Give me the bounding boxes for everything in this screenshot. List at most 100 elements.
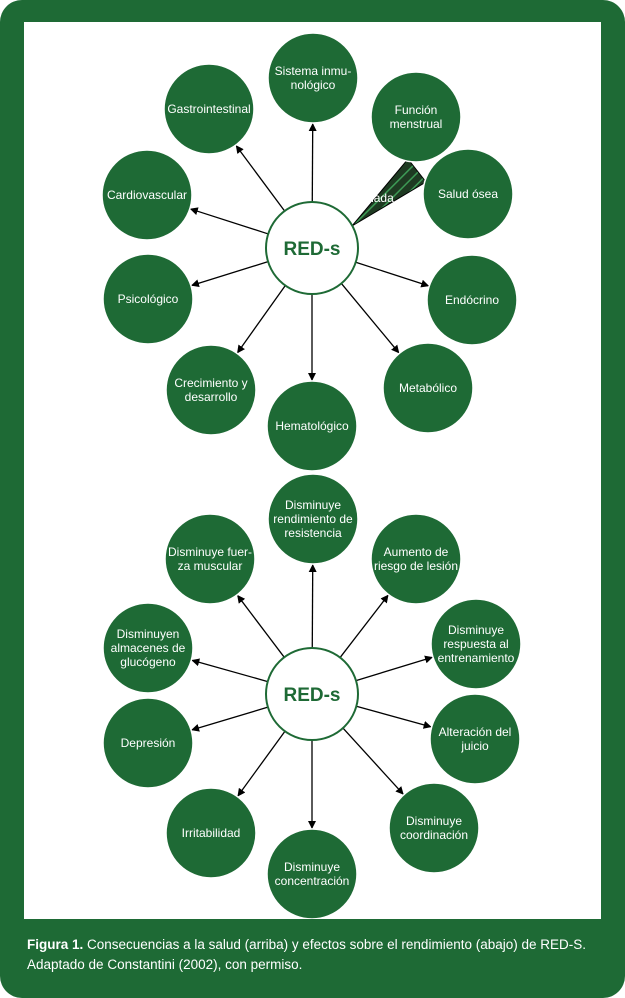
performance-node-label-line: respuesta al (443, 637, 508, 651)
caption-line-2: Adaptado de Constantini (2002), con perm… (27, 957, 303, 972)
performance-node-label-line: glucógeno (120, 655, 176, 669)
health-arrow-crecimiento-y-desarrollo (237, 285, 286, 354)
health-node-cardiovascular: Cardiovascular (101, 149, 193, 241)
health-node-label-line: Endócrino (445, 293, 499, 307)
triad-label: Triada (360, 191, 394, 205)
performance-arrow-disminuye-respuesta-al-entrenamiento (355, 655, 433, 682)
performance-node-circle (370, 513, 462, 605)
performance-node-label-line: Disminuye (406, 814, 462, 828)
performance-node-label-line: Disminuye (448, 623, 504, 637)
health-node-label-line: Función (395, 103, 438, 117)
performance-node-label-line: Irritabilidad (182, 826, 241, 840)
performance-center-label: RED-s (283, 685, 340, 706)
health-node-circle (165, 344, 257, 436)
health-node-label-line: Psicológico (118, 292, 179, 306)
performance-node-label-line: juicio (460, 739, 489, 753)
health-node-psicologico: Psicológico (102, 253, 194, 345)
caption-line-1: Consecuencias a la salud (arriba) y efec… (83, 937, 587, 952)
performance-node-circle (164, 513, 256, 605)
health-arrow-endocrino (355, 261, 430, 288)
triad-wedge (351, 158, 427, 227)
health-node-label-line: Metabólico (399, 381, 457, 395)
health-node-label-line: Sistema inmu- (275, 64, 352, 78)
health-node-label-line: menstrual (390, 117, 443, 131)
health-node-sistema-inmu-nologico: Sistema inmu-nológico (267, 32, 359, 124)
performance-arrow-disminuyen-almacenes-de-glucogeno (191, 658, 268, 683)
health-center-label: RED-s (283, 239, 340, 260)
performance-arrow-aumento-de-riesgo-de-lesion (339, 594, 389, 658)
performance-arrow-irritabilidad (237, 730, 286, 797)
health-node-circle (382, 342, 474, 434)
figure-caption: Figura 1. Consecuencias a la salud (arri… (27, 935, 602, 975)
performance-node-label-line: entrenamiento (438, 651, 515, 665)
performance-arrow-disminuye-fuer-za-muscular (237, 594, 285, 658)
performance-node-label-line: Depresión (121, 736, 176, 750)
health-arrow-cardiovascular (189, 207, 269, 235)
health-node-endocrino: Endócrino (426, 254, 518, 346)
performance-node-circle (388, 782, 480, 874)
performance-node-circle (102, 602, 194, 694)
health-node-circle (102, 253, 194, 345)
performance-node-label-line: coordinación (400, 828, 468, 842)
health-center-circle (265, 201, 359, 295)
performance-node-label-line: Aumento de (384, 545, 449, 559)
health-node-circle (267, 32, 359, 124)
performance-node-label-line: almacenes de (111, 641, 186, 655)
performance-node-label-line: rendimiento de (273, 512, 353, 526)
performance-node-irritabilidad: Irritabilidad (165, 787, 257, 879)
performance-node-label-line: resistencia (284, 526, 342, 540)
performance-node-label-line: riesgo de lesión (374, 559, 458, 573)
health-node-label-line: Hematológico (275, 419, 349, 433)
performance-node-circle (102, 697, 194, 789)
health-arrow-gastrointestinal (235, 145, 286, 212)
performance-node-circle (267, 473, 359, 565)
health-node-label-line: Salud ósea (438, 187, 498, 201)
performance-center-circle (265, 647, 359, 741)
performance-arrow-disminuye-coordinacion (342, 727, 404, 795)
health-node-circle (101, 149, 193, 241)
health-node-circle (266, 380, 358, 472)
health-node-circle (370, 71, 462, 163)
performance-node-label-line: Disminuyen (117, 627, 180, 641)
performance-node-circle (266, 828, 358, 919)
performance-node-circle (165, 787, 257, 879)
performance-node-label-line: concentración (275, 874, 350, 888)
performance-node-circle (430, 598, 522, 690)
performance-arrow-depresion (191, 706, 269, 732)
health-node-label-line: Gastrointestinal (167, 102, 250, 116)
health-node-label-line: nológico (291, 78, 336, 92)
performance-node-depresion: Depresión (102, 697, 194, 789)
performance-node-circle (429, 693, 521, 785)
performance-node-label-line: za muscular (178, 559, 243, 573)
performance-node-label-line: Disminuye fuer- (168, 545, 252, 559)
performance-node-label-line: Alteración del (439, 725, 512, 739)
performance-arrow-alteracion-del-juicio (356, 705, 432, 729)
health-node-circle (163, 63, 255, 155)
health-node-label-line: desarrollo (185, 390, 238, 404)
health-node-salud-osea: Salud ósea (422, 148, 514, 240)
performance-node-label-line: Disminuye (284, 860, 340, 874)
health-arrow-metabolico (340, 283, 400, 354)
health-node-label-line: Cardiovascular (107, 188, 187, 202)
health-node-circle (422, 148, 514, 240)
health-node-label-line: Crecimiento y (174, 376, 247, 390)
caption-figure-label: Figura 1. (27, 937, 84, 952)
health-node-circle (426, 254, 518, 346)
health-node-metabolico: Metabólico (382, 342, 474, 434)
health-arrow-psicologico (190, 261, 269, 288)
performance-node-disminuye-fuer-za-muscular: Disminuye fuer-za muscular (164, 513, 256, 605)
